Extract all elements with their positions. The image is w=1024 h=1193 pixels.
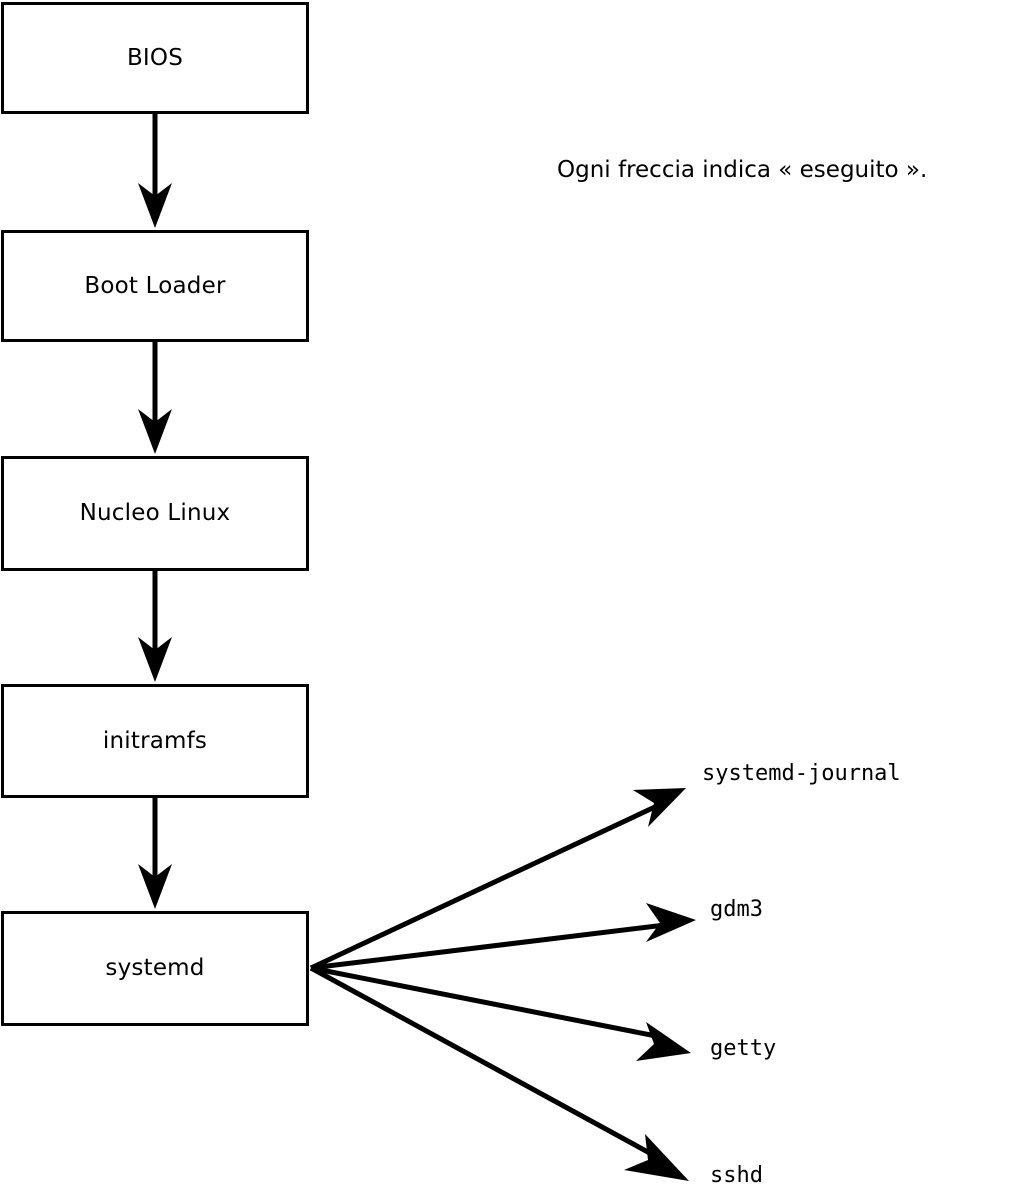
- service-label-sshd: sshd: [710, 1163, 763, 1188]
- process-box-bios: BIOS: [1, 2, 309, 114]
- arrow-systemd-to-gdm3: [310, 903, 696, 971]
- process-box-initramfs: initramfs: [1, 684, 309, 798]
- arrow-nucleo-linux-to-initramfs: [138, 571, 172, 682]
- arrow-boot-loader-to-nucleo-linux: [138, 342, 172, 454]
- process-box-label: Boot Loader: [84, 272, 226, 299]
- arrow-bios-to-boot-loader: [138, 114, 172, 228]
- service-label-getty: getty: [710, 1036, 777, 1061]
- arrow-initramfs-to-systemd: [138, 798, 172, 909]
- process-box-label: Nucleo Linux: [79, 500, 231, 526]
- service-label-systemd-journal: systemd-journal: [702, 761, 901, 786]
- process-box-label: systemd: [105, 955, 205, 981]
- arrow-systemd-to-sshd: [309, 965, 689, 1181]
- arrow-systemd-to-getty: [310, 965, 691, 1061]
- service-label-gdm3: gdm3: [710, 897, 763, 922]
- arrow-systemd-to-systemd-journal: [309, 788, 686, 971]
- process-box-boot-loader: Boot Loader: [1, 230, 309, 342]
- process-box-systemd: systemd: [1, 911, 309, 1026]
- legend-caption: Ogni freccia indica « eseguito ».: [557, 157, 928, 183]
- process-box-nucleo-linux: Nucleo Linux: [1, 456, 309, 571]
- process-box-label: BIOS: [126, 44, 184, 71]
- process-box-label: initramfs: [102, 727, 208, 754]
